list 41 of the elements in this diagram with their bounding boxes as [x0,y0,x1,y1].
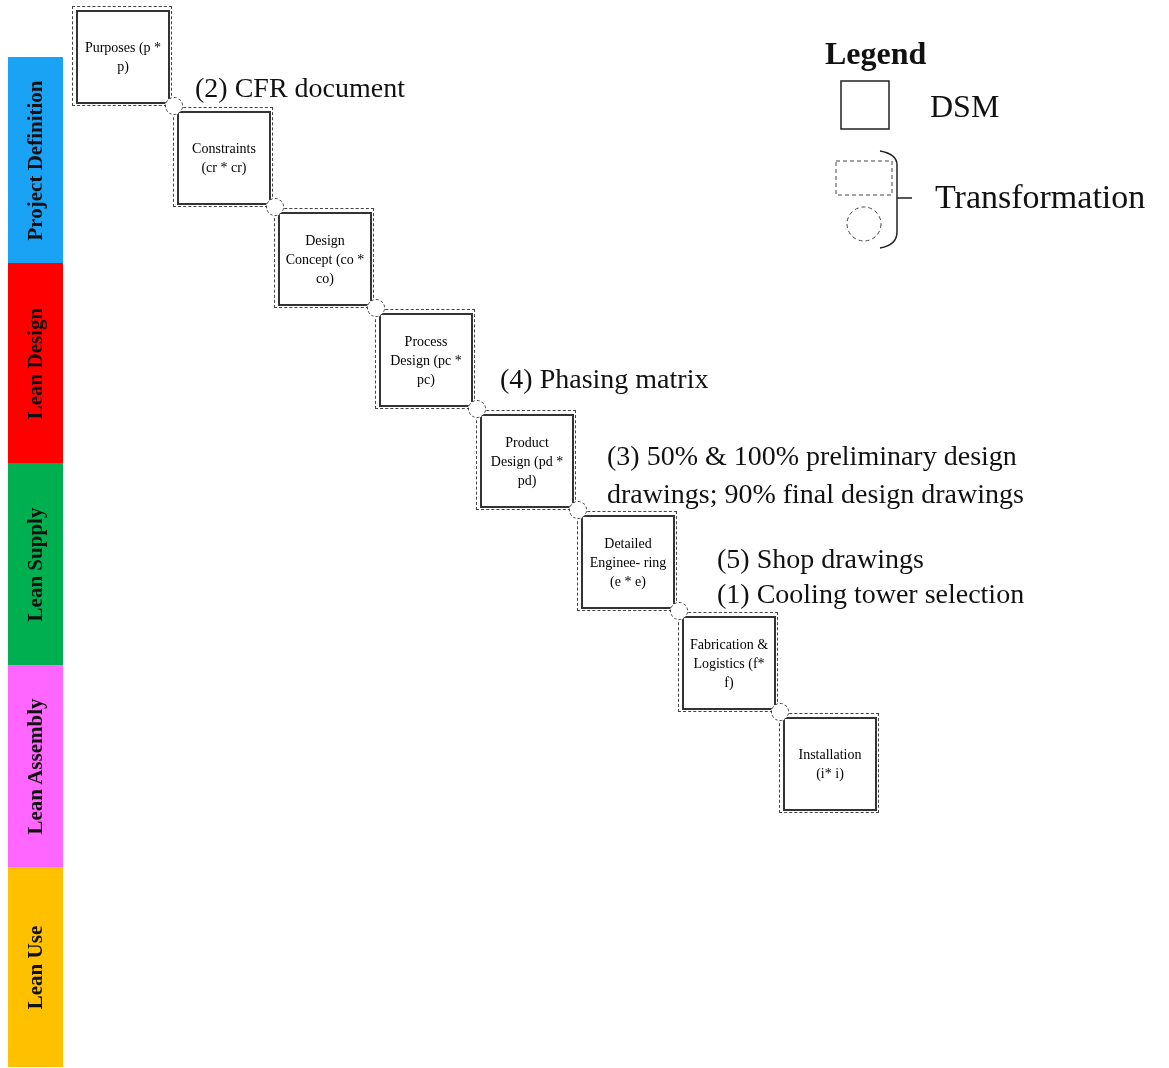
dsm-label: Installation (i* i) [797,746,863,783]
legend-label: Transformation [935,178,1146,216]
dsm-label: Constraints (cr * cr) [191,140,257,177]
transformation-circle [569,501,587,519]
dsm-box [278,212,372,306]
dsm-box [76,10,170,104]
transformation-circle [266,198,284,216]
dsm-label: Detailed Enginee- ring (e * e) [588,534,668,591]
phase-label: Lean Use [23,925,48,1009]
phase-band [8,867,63,1067]
transformation-circle [771,703,789,721]
annotation: (5) Shop drawings [717,542,924,576]
phase-band [8,463,63,665]
phase-label: Lean Assembly [23,698,48,834]
dsm-box [177,111,271,205]
annotation: (4) Phasing matrix [500,362,709,396]
transformation-circle [165,97,183,115]
dsm-label: Process Design (pc * pc) [389,332,463,389]
dsm-box [682,616,776,710]
annotation: (2) CFR document [195,71,405,105]
annotation: (1) Cooling tower selection [717,577,1025,611]
dsm-box [379,313,473,407]
transformation-circle [367,299,385,317]
dsm-label: Purposes (p * p) [83,39,163,76]
dsm-box [783,717,877,811]
legend-label: DSM [930,87,1000,125]
dsm-box [480,414,574,508]
legend-heading: Legend [825,34,927,72]
annotation: (3) 50% & 100% preliminary design drawings; 90% final design drawings [607,439,1025,511]
dsm-box [581,515,675,609]
phase-label: Lean Design [23,307,48,419]
phase-band [8,665,63,867]
dsm-label: Fabrication & Logistics (f* f) [689,635,769,692]
phase-label: Project Definition [23,80,48,240]
phase-band [8,57,63,263]
phase-band [8,263,63,463]
phase-label: Lean Supply [23,507,48,621]
dsm-label: Design Concept (co * co) [285,231,365,288]
transformation-circle [468,400,486,418]
transformation-circle [670,602,688,620]
dsm-label: Product Design (pd * pd) [489,433,565,490]
